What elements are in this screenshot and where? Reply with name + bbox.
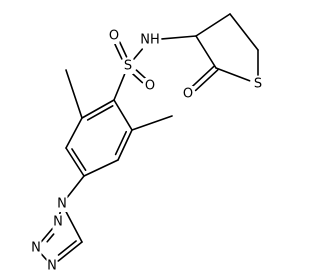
atom-label: N: [31, 241, 41, 256]
atom-label-background: [46, 258, 58, 274]
atom-label-background: [122, 58, 134, 74]
bond-line: [194, 69, 219, 92]
bond-line: [65, 117, 83, 149]
bond-line: [191, 65, 216, 88]
bond-line: [58, 211, 62, 215]
single-bond-R2-S2: [215, 67, 251, 82]
bond-line: [161, 35, 197, 40]
atom-label: O: [109, 29, 119, 44]
atom-o-o1: O: [108, 28, 120, 44]
bond-line: [229, 13, 259, 51]
atom-label: N: [47, 259, 57, 274]
single-bond-S1-N1: [133, 48, 144, 60]
double-bond-T4-T5: [57, 240, 83, 262]
bond-line: [135, 69, 147, 80]
bond-line: [66, 175, 85, 199]
single-bond-C1-S1: [113, 73, 126, 101]
bond-line: [83, 159, 119, 177]
bond-line: [215, 67, 251, 82]
bond-line: [65, 69, 83, 119]
atom-n-t4: N: [46, 258, 58, 274]
single-bond-C6-Me6: [131, 115, 173, 131]
double-bond-S1-O2: [132, 69, 147, 84]
atom-o-o3: O: [182, 86, 194, 102]
bond-line: [131, 115, 173, 131]
bond-line: [195, 35, 217, 69]
atom-n-t3: N: [30, 240, 42, 256]
atom-label-background: [108, 28, 120, 44]
double-bond-C5-C6: [114, 129, 133, 161]
bond-line: [64, 210, 83, 243]
atom-label: N: [57, 197, 67, 212]
single-bond-T3-T4: [40, 253, 48, 261]
single-bond-R3-R4: [229, 13, 259, 51]
bond-line: [118, 41, 128, 58]
atom-s-s2: S: [252, 76, 264, 92]
atom-n-t2: N: [52, 214, 64, 230]
bond-line: [40, 253, 48, 261]
bond-line-inner: [46, 233, 55, 243]
atom-label: S: [124, 59, 132, 74]
bond-line-inner: [86, 105, 114, 121]
double-bond-C1-C2: [81, 99, 115, 121]
bond-line: [40, 227, 54, 243]
atom-nh-n1: NH: [140, 32, 160, 48]
single-bond-R1-R2: [195, 35, 217, 69]
single-bond-T5-T1: [64, 210, 83, 243]
double-bond-C3-C4: [65, 147, 87, 177]
atom-label: N: [53, 215, 63, 230]
atom-label: O: [145, 79, 155, 94]
bond-line: [113, 99, 133, 131]
bond-line: [114, 43, 123, 60]
bond-line: [133, 48, 144, 60]
single-bond-N1-R1: [161, 35, 197, 40]
bond-line: [117, 129, 133, 161]
bond-line-inner: [57, 240, 77, 256]
double-bond-T2-T3: [40, 227, 55, 243]
single-bond-T1-T2: [58, 211, 62, 215]
bond-line: [195, 13, 231, 37]
single-bond-C4-T1: [66, 175, 85, 199]
bond-line: [81, 99, 115, 119]
bond-line-inner: [71, 148, 87, 171]
bond-line: [57, 241, 83, 262]
atom-label: NH: [140, 33, 160, 48]
single-bond-C6-C1: [113, 99, 133, 131]
atom-label-background: [30, 240, 42, 256]
atom-label: O: [183, 87, 193, 102]
atom-label-background: [144, 78, 156, 94]
atom-n-t1: N: [56, 196, 68, 212]
atom-o-o2: O: [144, 78, 156, 94]
single-bond-R4-R1: [195, 13, 231, 37]
atom-s-s1: S: [122, 58, 134, 74]
bond-line-inner: [114, 130, 128, 156]
bond-line: [65, 147, 85, 177]
bond-line: [113, 73, 126, 101]
atom-label-background: [252, 76, 264, 92]
bond-line: [132, 73, 144, 84]
single-bond-C2-Me2: [65, 69, 83, 119]
atom-label-background: [182, 86, 194, 102]
atom-label-background: [56, 196, 68, 212]
bond-layer: [40, 13, 259, 262]
double-bond-R2-O3: [191, 65, 219, 92]
atom-label: S: [254, 77, 262, 92]
double-bond-S1-O1: [114, 41, 128, 60]
single-bond-C4-C5: [83, 159, 119, 177]
atom-label-background: [52, 214, 64, 230]
single-bond-C2-C3: [65, 117, 83, 149]
atom-label-background: [140, 32, 160, 48]
